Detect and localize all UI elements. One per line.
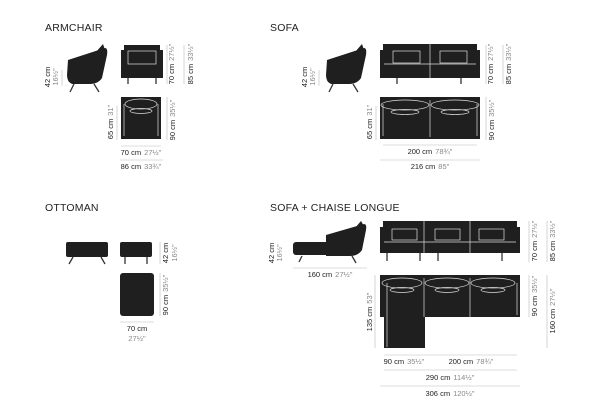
sofa-front-view — [380, 44, 480, 84]
sofa-section: SOFA 42 cm 16½" 70 cm27½" 85 cm33½" 65 c… — [270, 22, 513, 171]
chaise-depth-label: 135 cm53" — [365, 292, 374, 331]
armchair-depth-label: 90 cm35½" — [168, 99, 177, 140]
sofa-top-view — [380, 97, 480, 139]
sofa-seat-height-label: 42 cm — [300, 67, 309, 87]
chaise-front-view — [380, 221, 520, 261]
ottoman-width-label: 70 cm — [127, 324, 147, 333]
sofa-seat-depth-label: 65 cm31" — [365, 104, 374, 139]
chaise-total-depth-label: 160 cm27½" — [548, 288, 557, 333]
chaise-seat-height-label: 42 cm — [267, 243, 276, 263]
armchair-height-label: 70 cm27½" — [167, 43, 176, 84]
ottoman-side-view — [66, 242, 108, 265]
sofa-title: SOFA — [270, 22, 299, 34]
armchair-total-height-label: 85 cm33½" — [186, 43, 195, 84]
chaise-height-label: 70 cm27½" — [530, 220, 539, 261]
ottoman-title: OTTOMAN — [45, 202, 99, 214]
ottoman-width-in: 27½" — [128, 334, 146, 343]
ottoman-top-view — [120, 273, 154, 316]
ottoman-section: OTTOMAN 42 cm 16½" 90 cm35½" 70 cm 27½" — [45, 202, 179, 343]
armchair-section: ARMCHAIR 42 cm 16½" 70 cm27½" 85 cm33½" … — [43, 22, 195, 171]
armchair-seat-depth-label: 65 cm31" — [106, 104, 115, 139]
ottoman-height-in: 16½" — [170, 244, 179, 262]
ottoman-height-label: 42 cm — [161, 243, 170, 263]
chaise-sofa-depth-label: 90 cm35½" — [530, 275, 539, 316]
chaise-total-height-label: 85 cm33½" — [548, 220, 557, 261]
sofa-seat-height-in: 16½" — [308, 68, 317, 86]
armchair-top-view — [121, 97, 161, 139]
armchair-title: ARMCHAIR — [45, 22, 103, 34]
chaise-top-view — [380, 275, 520, 348]
sofa-side-view — [326, 44, 367, 93]
chaise-title: SOFA + CHAISE LONGUE — [270, 202, 400, 214]
chaise-side-view — [293, 221, 367, 264]
sofa-height-label: 70 cm27½" — [486, 43, 495, 84]
sofa-depth-label: 90 cm35½" — [487, 99, 496, 140]
armchair-side-view — [67, 44, 108, 93]
ottoman-front-view — [120, 242, 152, 264]
armchair-seat-height-in: 16½" — [51, 68, 60, 86]
armchair-seat-height-label: 42 cm — [43, 67, 52, 87]
chaise-seat-height-in: 16½" — [275, 244, 284, 262]
ottoman-depth-label: 90 cm35½" — [161, 274, 170, 315]
sofa-total-height-label: 85 cm33½" — [504, 43, 513, 84]
armchair-front-view — [121, 45, 163, 84]
